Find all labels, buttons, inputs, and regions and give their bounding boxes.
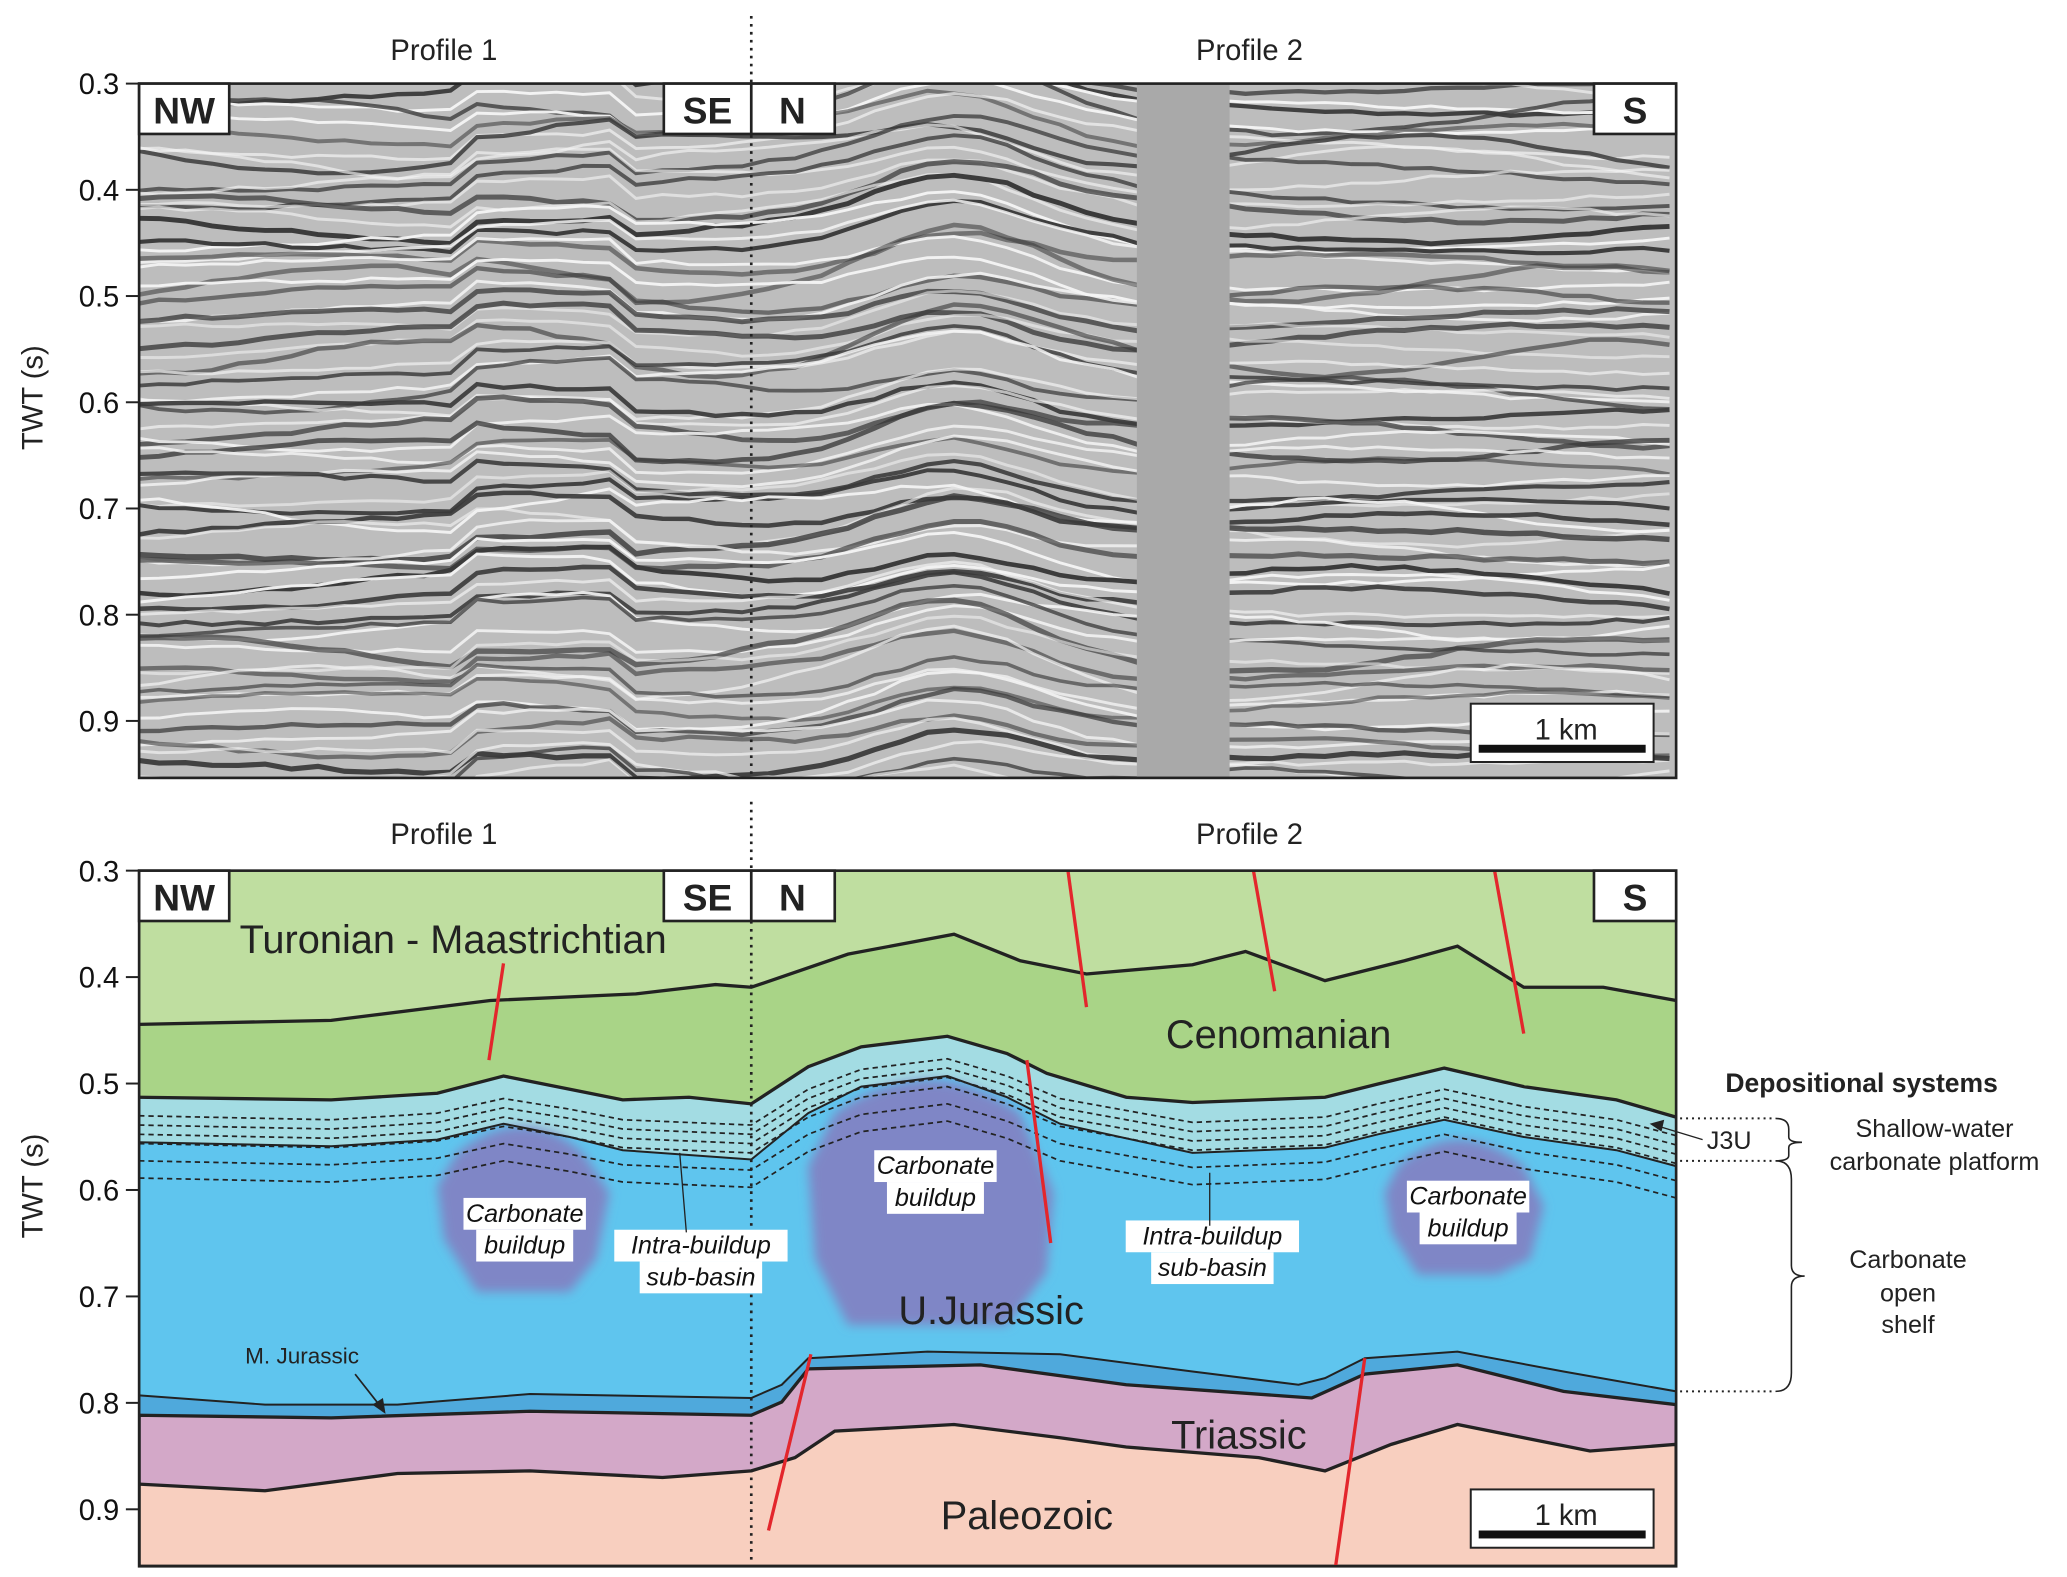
svg-text:S: S bbox=[1623, 89, 1648, 131]
y-tick-label: 0.8 bbox=[79, 1388, 120, 1420]
scale-bar: 1 km bbox=[1469, 702, 1655, 763]
annotation-subbasin1: Intra-buildup sub-basin bbox=[614, 1229, 788, 1294]
svg-text:S: S bbox=[1623, 876, 1648, 918]
brace-shallow bbox=[1775, 1117, 1803, 1162]
legend-open-shelf-1: Carbonate bbox=[1849, 1246, 1966, 1274]
faults bbox=[487, 870, 1526, 1567]
profile1-title: Profile 1 bbox=[390, 35, 497, 67]
label-middle-jurassic: M. Jurassic bbox=[245, 1344, 359, 1369]
y-tick-label: 0.6 bbox=[79, 388, 120, 420]
top-frame bbox=[137, 82, 1678, 780]
legend-open-shelf-2: open bbox=[1880, 1279, 1936, 1307]
svg-text:NW: NW bbox=[153, 876, 215, 918]
direction-se: SE bbox=[662, 869, 753, 923]
y-axis-ticks-top: 0.3 0.4 0.5 0.6 0.7 0.8 0.9 bbox=[79, 69, 140, 739]
y-tick-label: 0.9 bbox=[79, 1495, 120, 1527]
svg-text:Intra-buildup: Intra-buildup bbox=[631, 1232, 771, 1260]
svg-text:1 km: 1 km bbox=[1535, 1500, 1598, 1532]
y-tick-label: 0.5 bbox=[79, 1069, 120, 1101]
y-tick-label: 0.9 bbox=[79, 707, 120, 739]
svg-text:buildup: buildup bbox=[484, 1232, 565, 1260]
label-cenomanian: Cenomanian bbox=[1166, 1013, 1391, 1057]
brace-open-shelf bbox=[1775, 1160, 1805, 1393]
svg-text:SE: SE bbox=[683, 89, 732, 131]
profile2-title: Profile 2 bbox=[1196, 35, 1303, 67]
arrowhead-icon bbox=[372, 1398, 386, 1414]
legend-open-shelf-3: shelf bbox=[1881, 1311, 1935, 1339]
svg-text:NW: NW bbox=[153, 89, 215, 131]
y-axis-ticks-bottom: 0.3 0.4 0.5 0.6 0.7 0.8 0.9 bbox=[79, 856, 140, 1527]
bottom-frame bbox=[137, 869, 1678, 1568]
annotation-buildup1: Carbonate buildup bbox=[463, 1197, 586, 1262]
svg-text:N: N bbox=[779, 876, 806, 918]
scale-bar: 1 km bbox=[1469, 1488, 1655, 1549]
svg-text:sub-basin: sub-basin bbox=[646, 1263, 755, 1291]
svg-text:Carbonate: Carbonate bbox=[1409, 1183, 1526, 1211]
y-tick-label: 0.8 bbox=[79, 600, 120, 632]
y-axis-label-bottom: TWT (s) bbox=[17, 1134, 49, 1239]
y-tick-label: 0.4 bbox=[79, 175, 120, 207]
legend-j3u: J3U bbox=[1707, 1127, 1752, 1155]
svg-text:sub-basin: sub-basin bbox=[1158, 1254, 1267, 1282]
y-tick-label: 0.7 bbox=[79, 1282, 120, 1314]
top-panel: Profile 1 Profile 2 NW SE N S 1 km 0.30.… bbox=[17, 16, 1678, 780]
y-tick-label: 0.3 bbox=[79, 69, 120, 101]
annotation-buildup2: Carbonate buildup bbox=[874, 1150, 997, 1214]
svg-text:Carbonate: Carbonate bbox=[466, 1200, 583, 1228]
horizon-lines bbox=[139, 932, 1677, 1168]
label-turonian: Turonian - Maastrichtian bbox=[240, 918, 667, 962]
y-tick-label: 0.3 bbox=[79, 856, 120, 888]
label-upper-jurassic: U.Jurassic bbox=[898, 1289, 1084, 1333]
paleozoic-unit bbox=[139, 1422, 1677, 1567]
annotation-buildup3: Carbonate buildup bbox=[1406, 1180, 1530, 1245]
svg-text:Carbonate: Carbonate bbox=[877, 1152, 994, 1180]
no-data-gap bbox=[1136, 83, 1230, 778]
svg-text:1 km: 1 km bbox=[1535, 714, 1598, 746]
profile2-title: Profile 2 bbox=[1196, 819, 1303, 851]
bottom-panel: Profile 1 Profile 2 bbox=[17, 801, 1678, 1568]
direction-nw: NW bbox=[137, 82, 231, 136]
label-paleozoic: Paleozoic bbox=[941, 1494, 1113, 1538]
internal-reflector-dashes bbox=[139, 1057, 1677, 1199]
direction-se: SE bbox=[662, 82, 753, 136]
depositional-systems-legend: Depositional systems J3U Shallow-water c… bbox=[1649, 1068, 2040, 1393]
y-tick-label: 0.6 bbox=[79, 1176, 120, 1208]
y-tick-label: 0.7 bbox=[79, 494, 120, 526]
svg-text:N: N bbox=[779, 89, 806, 131]
y-tick-label: 0.4 bbox=[79, 963, 120, 995]
direction-s: S bbox=[1592, 869, 1678, 923]
label-triassic: Triassic bbox=[1171, 1413, 1306, 1457]
direction-n: N bbox=[749, 82, 837, 136]
direction-nw: NW bbox=[137, 869, 231, 923]
leader-subbasin1 bbox=[679, 1152, 688, 1233]
profile1-title: Profile 1 bbox=[390, 819, 497, 851]
y-tick-label: 0.5 bbox=[79, 282, 120, 314]
legend-shallow-2: carbonate platform bbox=[1830, 1148, 2040, 1176]
direction-s: S bbox=[1592, 82, 1678, 136]
annotation-subbasin2: Intra-buildup sub-basin bbox=[1125, 1220, 1300, 1285]
svg-text:Intra-buildup: Intra-buildup bbox=[1142, 1222, 1282, 1250]
legend-title: Depositional systems bbox=[1725, 1068, 1997, 1098]
legend-shallow-1: Shallow-water bbox=[1856, 1115, 2014, 1143]
svg-text:SE: SE bbox=[683, 876, 732, 918]
svg-text:buildup: buildup bbox=[895, 1184, 976, 1212]
direction-n: N bbox=[749, 869, 837, 923]
seismic-reflections bbox=[139, 83, 1670, 778]
svg-text:buildup: buildup bbox=[1428, 1214, 1509, 1242]
y-axis-label-top: TWT (s) bbox=[17, 345, 49, 450]
